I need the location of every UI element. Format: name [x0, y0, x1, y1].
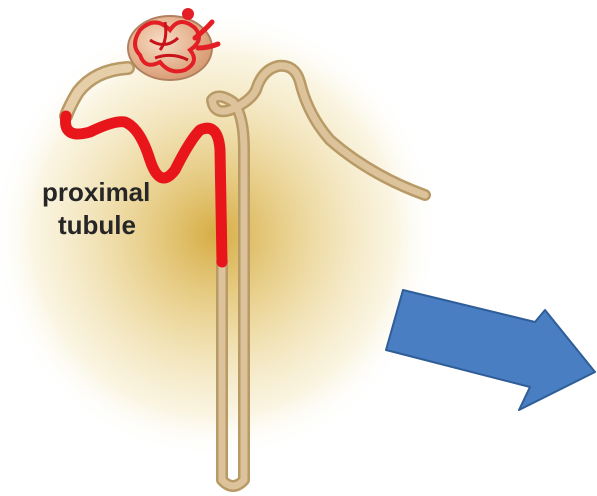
right-arrow-icon — [386, 290, 595, 410]
label-proximal: proximal — [42, 177, 150, 207]
label-tubule: tubule — [58, 210, 136, 240]
